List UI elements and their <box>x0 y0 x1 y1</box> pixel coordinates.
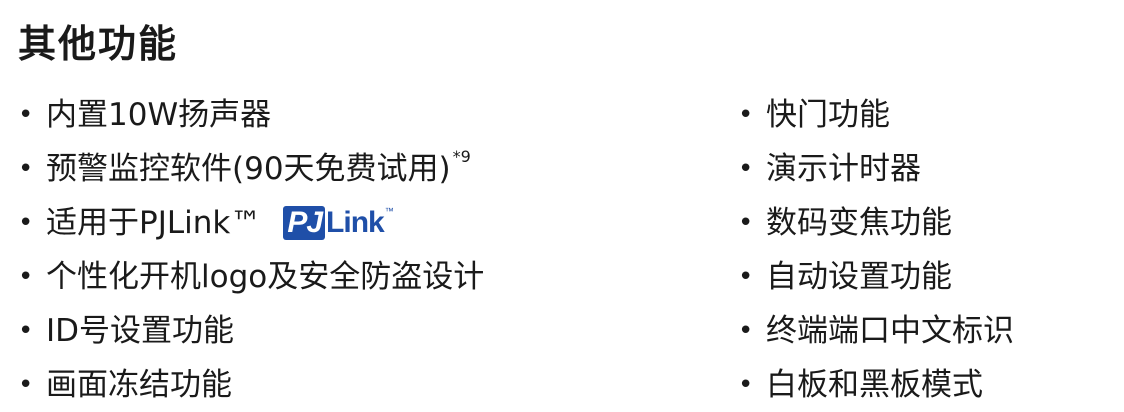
list-item: • 快门功能 <box>738 88 1118 142</box>
list-item: • 内置10W扬声器 <box>18 88 698 142</box>
bullet-icon: • <box>18 370 34 400</box>
bullet-icon: • <box>738 154 754 184</box>
feature-text: ID号设置功能 <box>46 313 235 349</box>
feature-text: 内置10W扬声器 <box>46 97 272 133</box>
list-item: • 白板和黑板模式 <box>738 358 1118 412</box>
feature-list-left: • 内置10W扬声器 • 预警监控软件(90天免费试用) *9 • 适用于PJL… <box>18 88 698 412</box>
bullet-icon: • <box>18 208 34 238</box>
pjlink-logo-pj: PJ <box>283 206 326 240</box>
bullet-icon: • <box>738 262 754 292</box>
pjlink-logo-tm: ™ <box>384 206 394 216</box>
list-item: • 预警监控软件(90天免费试用) *9 <box>18 147 471 188</box>
list-item: • 自动设置功能 <box>738 250 1118 304</box>
bullet-icon: • <box>18 100 34 130</box>
list-item: • 画面冻结功能 <box>18 358 698 412</box>
feature-text: 自动设置功能 <box>766 259 952 295</box>
feature-text: 终端端口中文标识 <box>766 313 1014 349</box>
feature-text: 个性化开机logo及安全防盗设计 <box>46 259 485 295</box>
list-item: • 数码变焦功能 <box>738 196 1118 250</box>
feature-list-right: • 快门功能 • 演示计时器 • 数码变焦功能 • 自动设置功能 • 终端端口中… <box>738 88 1118 412</box>
bullet-icon: • <box>18 154 34 184</box>
list-item: • 演示计时器 <box>738 142 1118 196</box>
bullet-icon: • <box>18 316 34 346</box>
feature-text: 数码变焦功能 <box>766 205 952 241</box>
feature-text: 白板和黑板模式 <box>766 367 983 403</box>
bullet-icon: • <box>18 262 34 292</box>
feature-text: 画面冻结功能 <box>46 367 232 403</box>
bullet-icon: • <box>738 208 754 238</box>
list-item: • 个性化开机logo及安全防盗设计 <box>18 250 698 304</box>
section-title: 其他功能 <box>18 22 179 66</box>
feature-text: 快门功能 <box>766 97 890 133</box>
feature-text: 预警监控软件(90天免费试用) <box>46 151 451 187</box>
feature-text: 演示计时器 <box>766 151 921 187</box>
bullet-icon: • <box>738 316 754 346</box>
feature-text: 适用于PJLink™ <box>46 205 262 241</box>
pjlink-logo-link: Link <box>326 206 385 239</box>
bullet-icon: • <box>738 370 754 400</box>
bullet-icon: • <box>738 100 754 130</box>
list-item: • 适用于PJLink™ PJ Link ™ <box>18 196 698 250</box>
pjlink-logo: PJ Link ™ <box>283 206 394 240</box>
list-item: • 终端端口中文标识 <box>738 304 1118 358</box>
list-item: • ID号设置功能 <box>18 304 698 358</box>
